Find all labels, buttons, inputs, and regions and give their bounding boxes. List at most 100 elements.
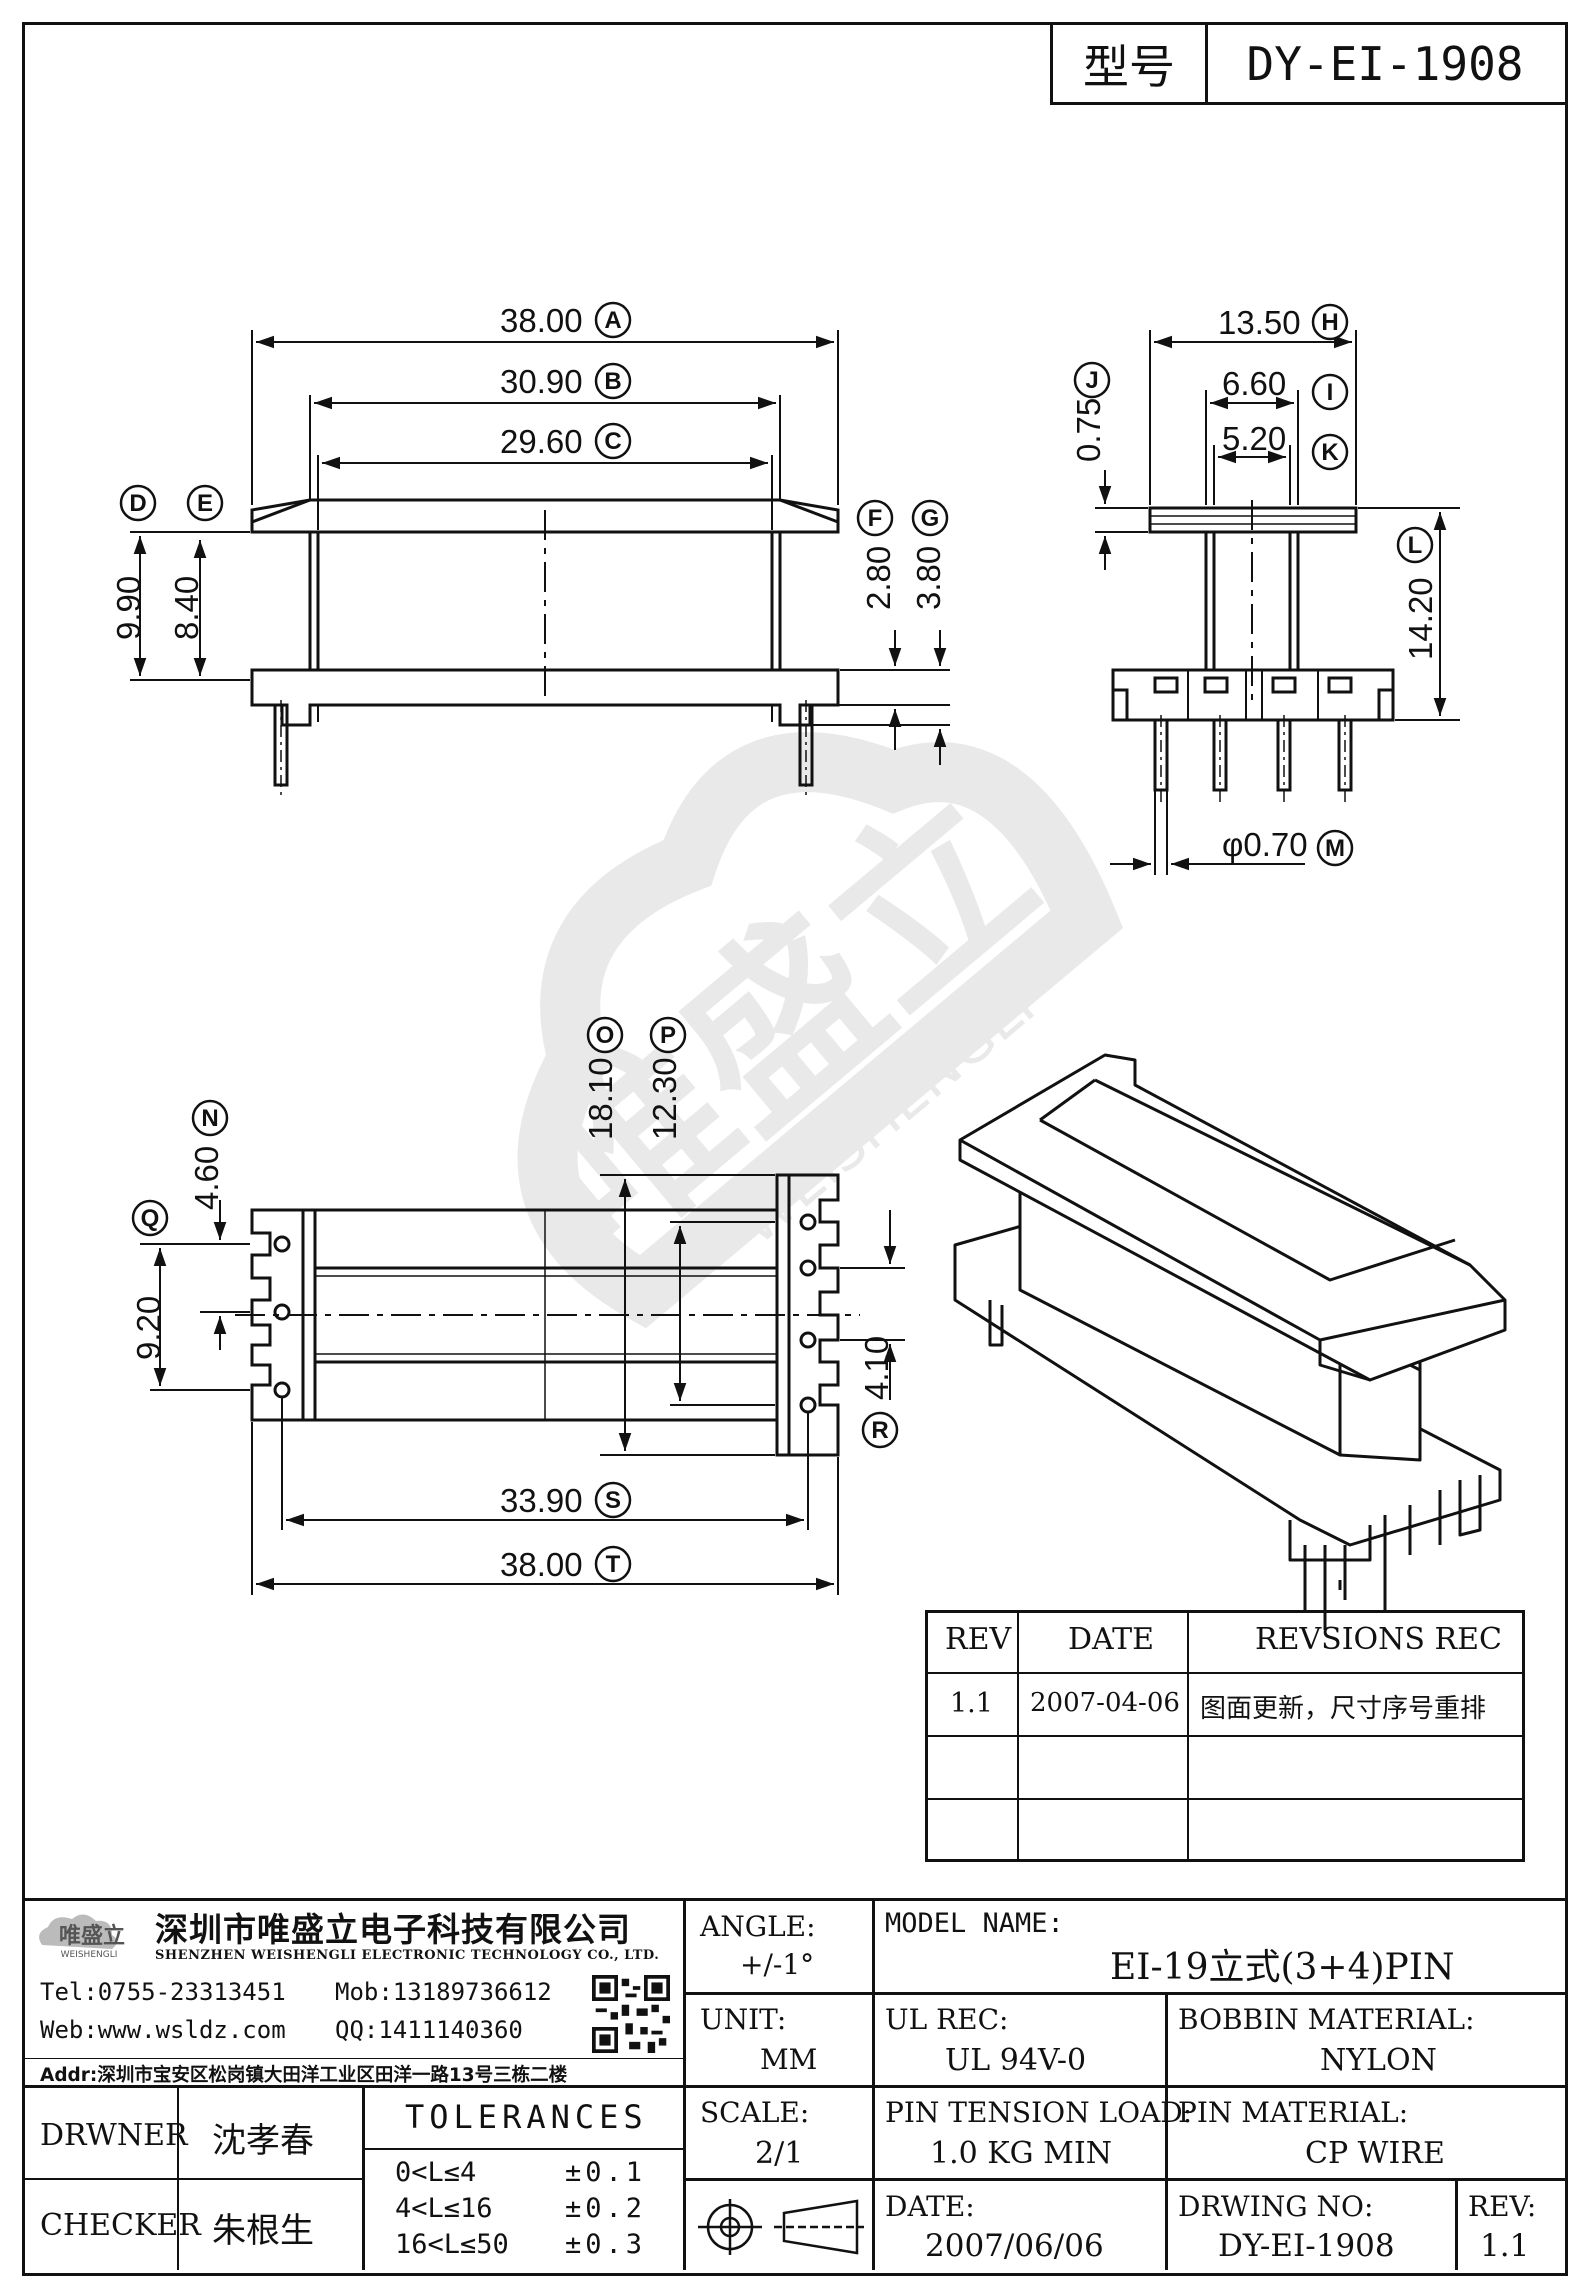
letter-F: F xyxy=(868,505,883,532)
letter-J: J xyxy=(1085,367,1098,394)
company-box-right xyxy=(683,1898,686,2270)
letter-C: C xyxy=(604,428,621,455)
bobbin-material-value: NYLON xyxy=(1320,2043,1437,2078)
date-label: DATE: xyxy=(885,2190,975,2223)
letter-I: I xyxy=(1327,379,1334,406)
svg-text:唯盛立: 唯盛立 xyxy=(59,1923,125,1949)
model-name-label: MODEL NAME: xyxy=(885,1908,1064,1939)
checker-value: 朱根生 xyxy=(212,2211,314,2251)
rev-row1-rec: 图面更新，尺寸序号重排 xyxy=(1200,1694,1487,1724)
dim-R-value: 4.10 xyxy=(858,1336,895,1400)
top-view-dimensions xyxy=(140,1174,905,1595)
dim-H-value: 13.50 xyxy=(1218,304,1301,341)
company-tel: Tel:0755-23313451 xyxy=(40,1978,286,2006)
grid-h-2 xyxy=(686,2085,1565,2088)
letter-R: R xyxy=(871,1417,888,1444)
dim-P-value: 12.30 xyxy=(646,1057,683,1140)
scale-value: 2/1 xyxy=(755,2136,804,2171)
pin-material-label: PIN MATERIAL: xyxy=(1178,2096,1409,2129)
tolerances-title: TOLERANCES xyxy=(405,2098,648,2136)
tolerance-range-3: 16<L≤50 xyxy=(395,2229,509,2260)
bobbin-material-label: BOBBIN MATERIAL: xyxy=(1178,2003,1475,2036)
tolerance-range-1: 0<L≤4 xyxy=(395,2157,477,2188)
rev-header-date: DATE xyxy=(1068,1622,1154,1657)
letter-G: G xyxy=(921,505,940,532)
model-name-value: EI-19立式(3+4)PIN xyxy=(1110,1947,1455,1988)
grid-v-2 xyxy=(1165,1992,1168,2270)
tolerance-title-line xyxy=(362,2148,684,2150)
company-mob: Mob:13189736612 xyxy=(335,1978,552,2006)
model-header-box xyxy=(1050,22,1565,105)
dim-K-value: 5.20 xyxy=(1222,420,1286,457)
drawner-label: DRWNER xyxy=(40,2118,188,2153)
dim-S-value: 33.90 xyxy=(500,1482,583,1519)
company-box-bottom xyxy=(22,2085,686,2088)
letter-M: M xyxy=(1325,835,1345,862)
tolerance-value-1: ±0.1 xyxy=(565,2157,647,2188)
dim-E-value: 8.40 xyxy=(168,576,205,640)
grid-v-1 xyxy=(872,1898,875,2270)
technical-drawing: 38.00 30.90 29.60 9.90 8.40 2.80 3.80 13… xyxy=(110,301,1507,1630)
outer-border xyxy=(22,22,1568,2276)
dim-L-value: 14.20 xyxy=(1402,577,1439,660)
side-view-dimensions xyxy=(1095,330,1460,875)
dimension-letter-text: A B C D E F G H I J K L M N O P Q R S T xyxy=(129,307,1422,1578)
pin-tension-label: PIN TENSION LOAD: xyxy=(885,2096,1193,2129)
company-name-cn: 深圳市唯盛立电子科技有限公司 xyxy=(155,1910,631,1949)
drawner-value: 沈孝春 xyxy=(212,2121,314,2161)
company-qq: QQ:1411140360 xyxy=(335,2016,523,2044)
ul-rec-value: UL 94V-0 xyxy=(945,2043,1087,2078)
dim-Q-value: 9.20 xyxy=(130,1296,167,1360)
letter-T: T xyxy=(606,1551,621,1578)
letter-H: H xyxy=(1321,309,1338,336)
title-block-top-line xyxy=(22,1898,1565,1901)
rev-label: REV: xyxy=(1468,2190,1537,2223)
dim-C-value: 29.60 xyxy=(500,423,583,460)
model-header-label: 型号 xyxy=(1083,39,1175,94)
company-logo: 唯盛立 WEISHENGLI xyxy=(39,1914,125,1960)
svg-text:WEISHENGLI: WEISHENGLI xyxy=(61,1950,118,1960)
top-view xyxy=(235,1173,860,1457)
unit-value: MM xyxy=(760,2043,818,2076)
grid-v-3 xyxy=(1455,2178,1458,2270)
model-header-divider xyxy=(1205,22,1208,105)
pin-material-value: CP WIRE xyxy=(1305,2136,1445,2171)
rev-header-rec: REVSIONS REC xyxy=(1255,1622,1502,1657)
dim-G-value: 3.80 xyxy=(910,546,947,610)
letter-E: E xyxy=(197,490,213,517)
rev-row1-date: 2007-04-06 xyxy=(1030,1688,1180,1718)
company-name-en: SHENZHEN WEISHENGLI ELECTRONIC TECHNOLOG… xyxy=(155,1948,660,1963)
letter-O: O xyxy=(596,1022,615,1049)
drawing-no-label: DRWING NO: xyxy=(1178,2190,1374,2223)
angle-label: ANGLE: xyxy=(700,1910,816,1943)
rev-header-rev: REV xyxy=(945,1622,1012,1657)
model-header-value: DY-EI-1908 xyxy=(1246,36,1524,91)
dim-T-value: 38.00 xyxy=(500,1546,583,1583)
rev-row1-rev: 1.1 xyxy=(950,1688,993,1719)
projection-symbol-icon xyxy=(698,2199,864,2255)
tolerance-value-2: ±0.2 xyxy=(565,2193,647,2224)
company-addr: Addr:深圳市宝安区松岗镇大田洋工业区田洋一路13号三栋二楼 xyxy=(40,2065,568,2086)
letter-L: L xyxy=(1408,532,1423,559)
isometric-view xyxy=(953,1053,1507,1630)
qr-code-icon xyxy=(592,1975,670,2053)
rev-row-line-1 xyxy=(925,1672,1525,1674)
drawner-checker-divider xyxy=(22,2178,362,2180)
dim-I-value: 6.60 xyxy=(1222,365,1286,402)
dim-M-value: φ0.70 xyxy=(1222,826,1308,863)
dim-O-value: 18.10 xyxy=(582,1057,619,1140)
drawing-no-value: DY-EI-1908 xyxy=(1218,2228,1395,2264)
date-value: 2007/06/06 xyxy=(925,2228,1104,2264)
dim-N-value: 4.60 xyxy=(188,1146,225,1210)
company-web: Web:www.wsldz.com xyxy=(40,2016,286,2044)
letter-D: D xyxy=(129,490,146,517)
tolerance-range-2: 4<L≤16 xyxy=(395,2193,493,2224)
rev-row-line-3 xyxy=(925,1798,1525,1800)
rev-row-line-2 xyxy=(925,1735,1525,1737)
ul-rec-label: UL REC: xyxy=(885,2003,1009,2036)
letter-B: B xyxy=(604,368,621,395)
letter-N: N xyxy=(201,1105,218,1132)
drawner-col-line xyxy=(177,2088,179,2270)
tolerance-col-line xyxy=(362,2088,365,2270)
